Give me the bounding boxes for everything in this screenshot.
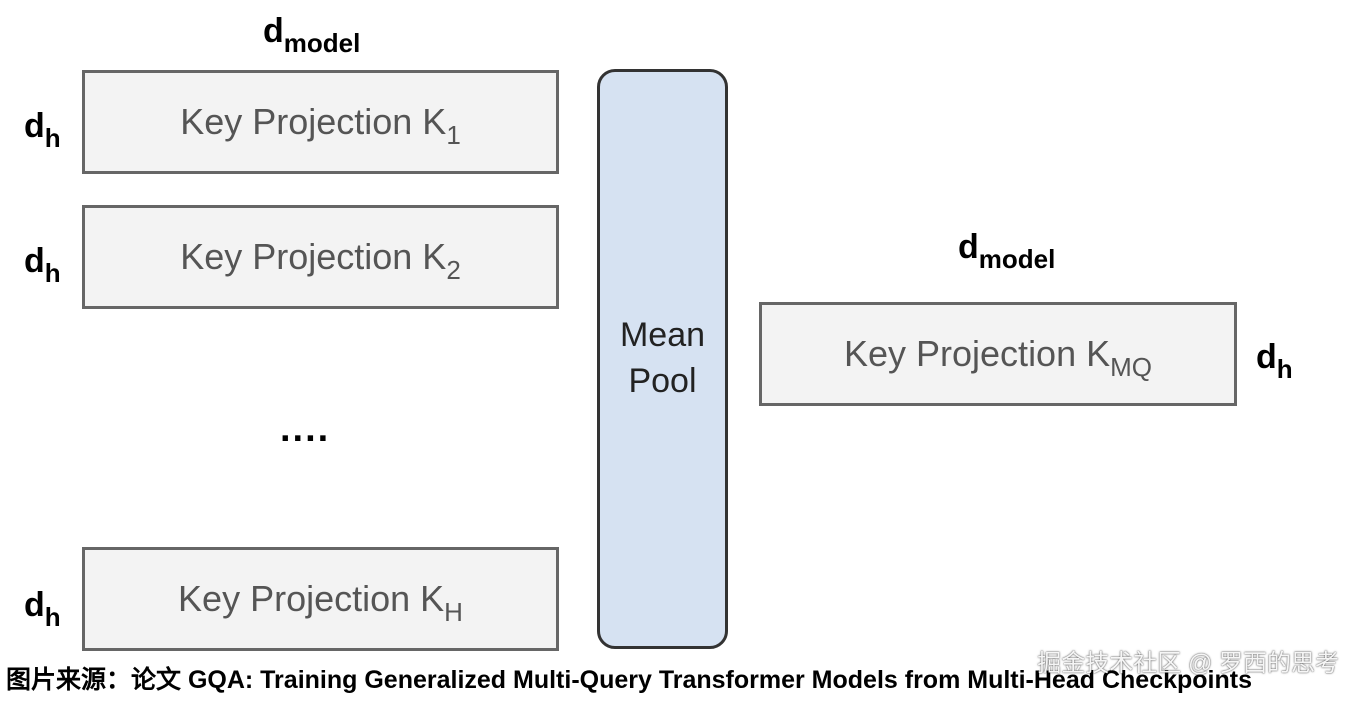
label-sub: 2 <box>446 255 461 285</box>
mean-pool-block: Mean Pool <box>597 69 728 649</box>
label-sub: H <box>444 597 463 627</box>
key-projection-label: Key Projection K1 <box>180 101 461 149</box>
key-projection-box-2: Key Projection K2 <box>82 205 559 309</box>
key-projection-mq-label: Key Projection KMQ <box>843 333 1152 381</box>
dim-base: d <box>24 107 45 145</box>
mean-pool-line2: Pool <box>628 362 697 400</box>
label-base: Key Projection K <box>843 333 1111 374</box>
dim-sub: h <box>44 258 61 288</box>
ellipsis: .... <box>280 408 331 450</box>
dim-base: d <box>24 242 45 280</box>
row1-side-dim-label: dh <box>24 107 61 151</box>
right-side-dim-label: dh <box>1256 338 1293 382</box>
dim-base: d <box>958 228 979 266</box>
row2-side-dim-label: dh <box>24 242 61 286</box>
right-top-dim-label: dmodel <box>958 228 1055 272</box>
key-projection-label: Key Projection K2 <box>180 236 461 284</box>
mean-pool-line1: Mean <box>619 316 706 355</box>
key-projection-label: Key Projection KH <box>178 578 463 626</box>
label-base: Key Projection K <box>178 578 445 619</box>
mean-pool-label: Mean Pool <box>620 313 705 405</box>
key-projection-box-h: Key Projection KH <box>82 547 559 651</box>
key-projection-box-mq: Key Projection KMQ <box>759 302 1237 406</box>
dim-sub: h <box>44 123 61 153</box>
dim-sub: h <box>1276 354 1293 384</box>
figure-caption: 图片来源：论文 GQA: Training Generalized Multi-… <box>6 666 1252 694</box>
key-projection-box-1: Key Projection K1 <box>82 70 559 174</box>
left-top-dim-label: dmodel <box>263 12 360 56</box>
dim-sub: model <box>283 28 361 58</box>
dim-sub: model <box>978 244 1056 274</box>
label-sub: MQ <box>1110 352 1153 382</box>
dim-sub: h <box>44 602 61 632</box>
dim-base: d <box>263 12 284 50</box>
label-sub: 1 <box>446 120 461 150</box>
watermark-text: 掘金技术社区 @ 罗西的思考 <box>1037 650 1339 677</box>
dim-base: d <box>1256 338 1277 376</box>
label-base: Key Projection K <box>180 236 447 277</box>
dim-base: d <box>24 586 45 624</box>
label-base: Key Projection K <box>180 101 447 142</box>
rowH-side-dim-label: dh <box>24 586 61 630</box>
